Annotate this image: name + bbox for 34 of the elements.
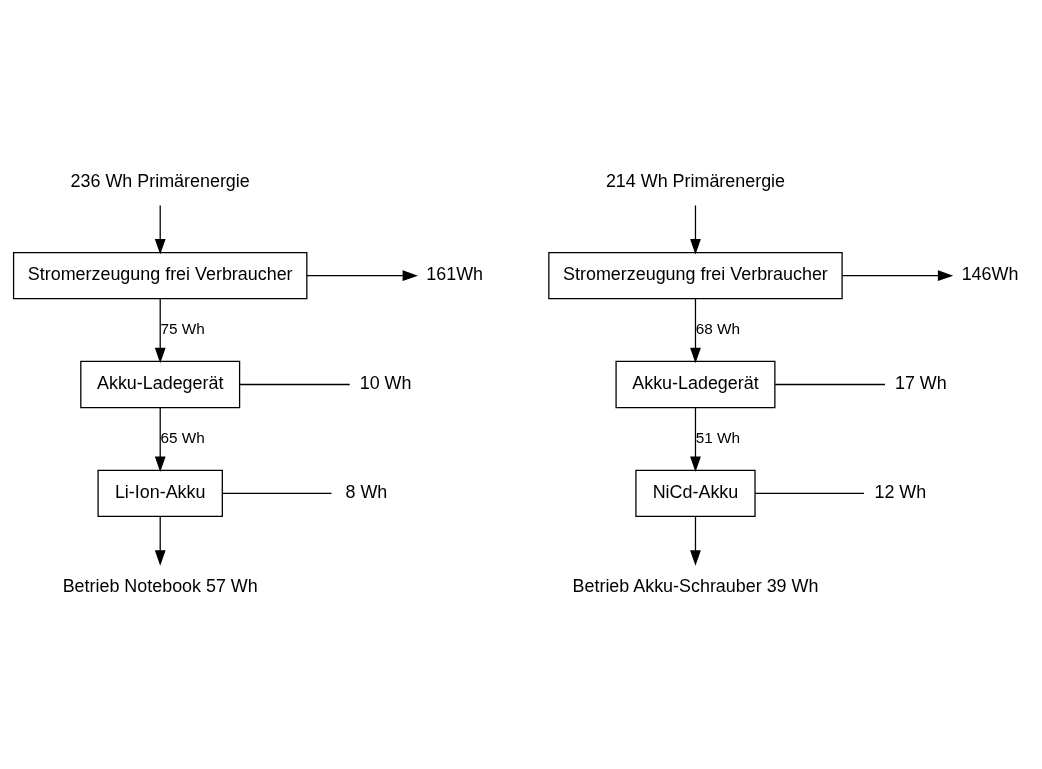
connector: [774, 383, 886, 386]
arrow: [154, 204, 166, 255]
arrow: [306, 270, 418, 282]
node-text: 146Wh: [961, 264, 1019, 285]
node-text: 161Wh: [426, 264, 484, 285]
node-text: 214 Wh Primärenergie: [605, 170, 786, 191]
arrow: [841, 270, 954, 282]
node-text: 12 Wh: [874, 482, 927, 503]
connector: [239, 383, 351, 386]
connector: [754, 492, 865, 494]
arrow: [154, 298, 166, 364]
edge-label: 75 Wh: [160, 320, 205, 338]
node-box: Akku-Ladegerät: [615, 360, 776, 409]
node-text: 17 Wh: [894, 373, 947, 394]
node-text: 10 Wh: [359, 373, 412, 394]
node-text: 236 Wh Primärenergie: [70, 170, 250, 191]
node-text: Betrieb Akku-Schrauber 39 Wh: [572, 575, 819, 596]
node-box: Li-Ion-Akku: [97, 469, 223, 518]
node-text: 8 Wh: [345, 482, 388, 503]
arrow: [690, 298, 701, 364]
edge-label: 68 Wh: [695, 320, 741, 338]
edge-label: 65 Wh: [160, 428, 205, 446]
arrow: [690, 516, 701, 566]
arrow: [690, 204, 701, 255]
node-box: NiCd-Akku: [635, 469, 756, 518]
node-box: Stromerzeugung frei Verbraucher: [12, 251, 308, 300]
node-box: Akku-Ladegerät: [80, 360, 241, 409]
connector: [222, 492, 333, 494]
arrow: [154, 407, 166, 472]
node-box: Stromerzeugung frei Verbraucher: [548, 251, 843, 300]
edge-label: 51 Wh: [695, 428, 741, 446]
node-text: Betrieb Notebook 57 Wh: [62, 575, 258, 596]
arrow: [690, 407, 701, 472]
arrow: [154, 516, 166, 566]
